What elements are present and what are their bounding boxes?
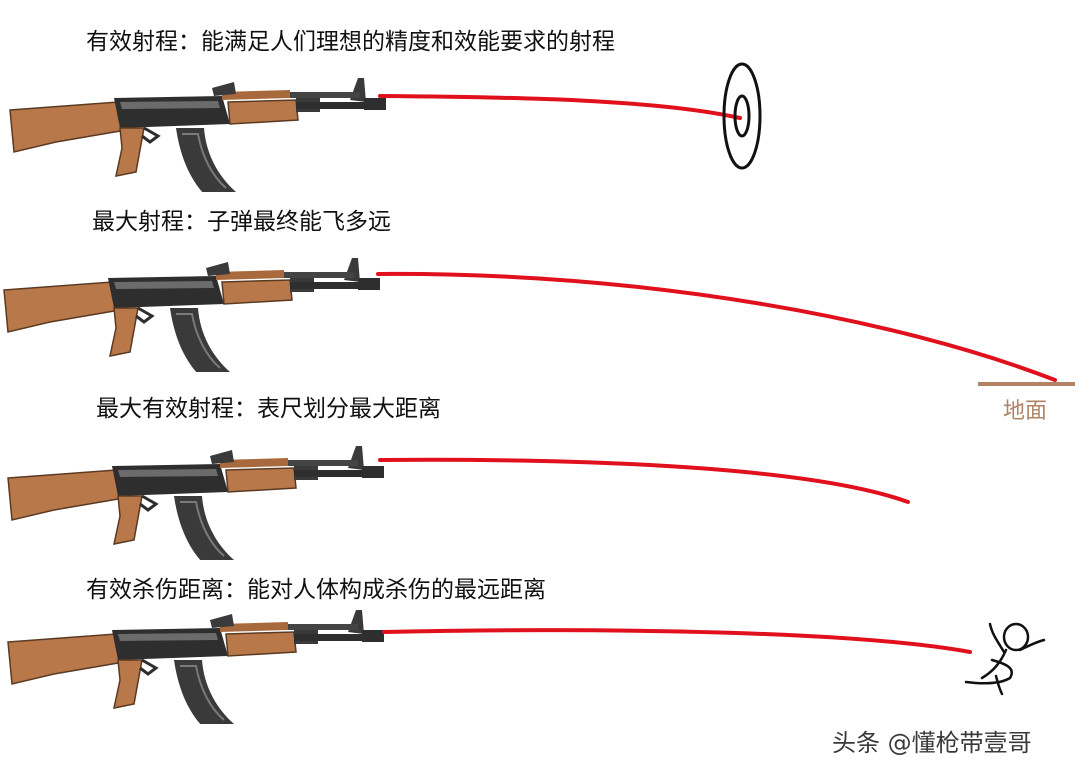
max-effective-range-label: 最大有效射程：表尺划分最大距离 xyxy=(96,396,441,422)
max-range-label: 最大射程：子弹最终能飞多远 xyxy=(92,209,391,235)
stick-figure-icon xyxy=(964,622,1046,696)
trajectory-max-range xyxy=(376,271,1057,382)
watermark: 头条 @懂枪带壹哥 xyxy=(832,729,1032,757)
effective-kill-distance-label: 有效杀伤距离：能对人体构成杀伤的最远距离 xyxy=(86,577,546,603)
trajectory-max-effective-range xyxy=(378,457,910,504)
effective-range-label: 有效射程：能满足人们理想的精度和效能要求的射程 xyxy=(86,29,615,55)
ground-label: 地面 xyxy=(1003,399,1048,424)
trajectory-effective-range xyxy=(378,94,742,120)
trajectory-effective-kill-distance xyxy=(382,628,972,654)
bullseye-target-icon xyxy=(722,62,762,170)
